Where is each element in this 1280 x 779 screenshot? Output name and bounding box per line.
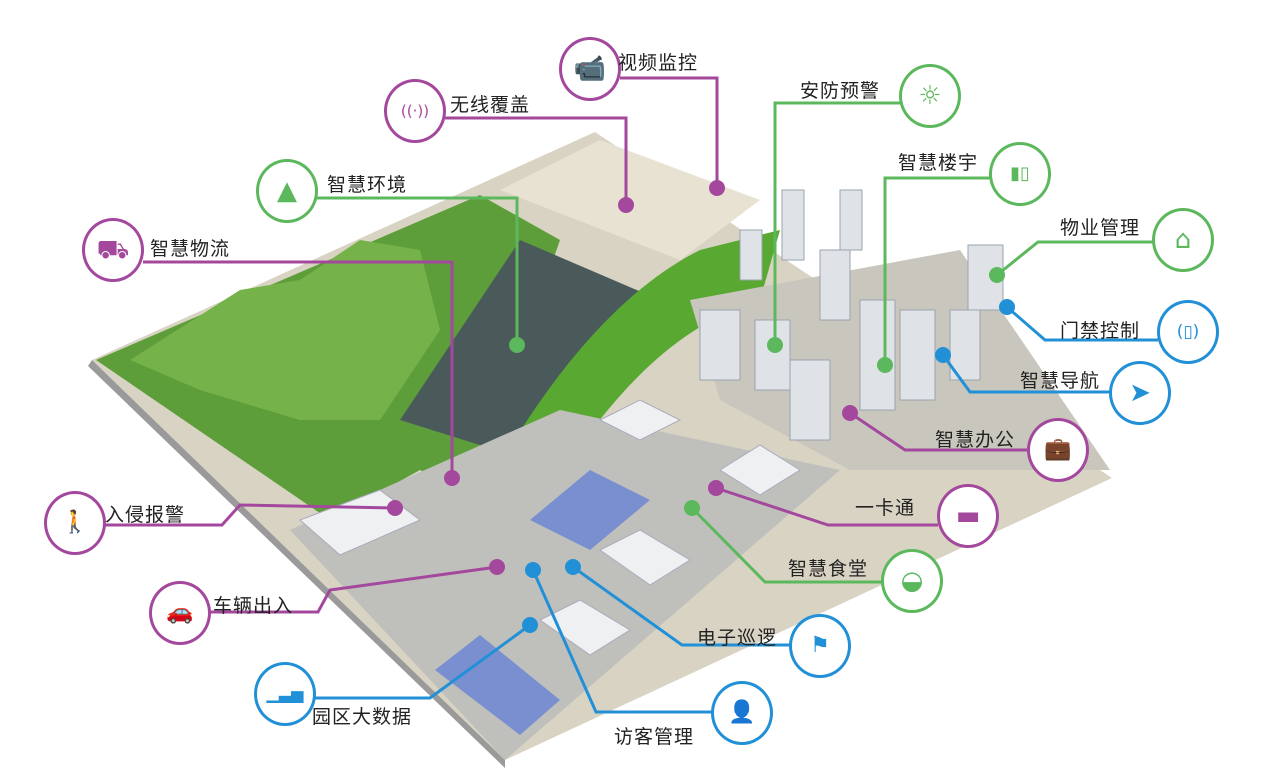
house-glyph: ⌂ <box>1174 225 1192 255</box>
callout-label-wireless-coverage[interactable]: 无线覆盖 <box>450 94 531 116</box>
visitor-icon[interactable]: 👤 <box>711 681 773 745</box>
connector-line <box>996 240 1153 277</box>
callout-label-smart-building[interactable]: 智慧楼宇 <box>898 152 979 174</box>
marker-dot[interactable] <box>708 480 724 496</box>
card-glyph: ▬ <box>955 501 981 531</box>
connector-line <box>445 116 628 205</box>
connector-line <box>941 354 1112 394</box>
callout-label-property-management[interactable]: 物业管理 <box>1060 217 1141 239</box>
marker-dot[interactable] <box>525 562 541 578</box>
map-edge <box>88 360 505 768</box>
truck-glyph: ⛟ <box>96 235 130 265</box>
marker-dot[interactable] <box>522 617 538 633</box>
towers <box>699 189 1004 441</box>
intruder-icon[interactable]: 🚶 <box>44 491 106 555</box>
tree-glyph: ▲ <box>277 176 297 206</box>
access-door-icon[interactable]: (▯) <box>1157 300 1219 364</box>
callout-label-video-surveillance[interactable]: 视频监控 <box>618 52 699 74</box>
card-icon[interactable]: ▬ <box>937 484 999 548</box>
buildings-glyph: ▮▯ <box>1010 163 1030 184</box>
marker-dot[interactable] <box>387 500 403 516</box>
marker-dot[interactable] <box>489 559 505 575</box>
callout-label-one-card[interactable]: 一卡通 <box>855 497 916 519</box>
intruder-glyph: 🚶 <box>61 510 89 535</box>
alarm-light-icon[interactable]: ☼ <box>899 64 961 128</box>
marker-dot[interactable] <box>999 299 1015 315</box>
connector-line <box>315 623 531 700</box>
callout-label-smart-navigation[interactable]: 智慧导航 <box>1020 370 1101 392</box>
patrol-route-icon[interactable]: ⚑ <box>789 614 851 678</box>
bar-chart-icon[interactable]: ▁▃▅ <box>254 662 316 726</box>
callout-label-access-control[interactable]: 门禁控制 <box>1060 320 1141 342</box>
access-door-glyph: (▯) <box>1176 321 1200 342</box>
briefcase-glyph: 💼 <box>1044 437 1072 462</box>
car-icon[interactable]: 🚗 <box>149 581 211 645</box>
callout-label-intrusion-alarm[interactable]: 入侵报警 <box>105 504 186 526</box>
callout-label-smart-canteen[interactable]: 智慧食堂 <box>788 558 869 580</box>
marker-dot[interactable] <box>989 267 1005 283</box>
wifi-icon[interactable]: ((·)) <box>384 79 446 143</box>
callout-label-smart-environment[interactable]: 智慧环境 <box>327 174 408 196</box>
connector-line <box>715 486 938 527</box>
callout-label-smart-logistics[interactable]: 智慧物流 <box>150 238 231 260</box>
marker-dot[interactable] <box>709 180 725 196</box>
warehouse-blue <box>530 470 650 550</box>
connector-line <box>620 76 719 188</box>
cctv-camera-glyph: 📹 <box>573 54 607 84</box>
alarm-light-glyph: ☼ <box>918 81 942 111</box>
callout-label-park-big-data[interactable]: 园区大数据 <box>312 706 413 728</box>
industrial-area <box>290 410 840 760</box>
connector-line <box>572 565 790 647</box>
buildings-icon[interactable]: ▮▯ <box>989 142 1051 206</box>
briefcase-icon[interactable]: 💼 <box>1027 418 1089 482</box>
warehouses <box>299 399 801 656</box>
connector-line <box>531 569 712 714</box>
marker-dot[interactable] <box>618 197 634 213</box>
marker-dot[interactable] <box>767 337 783 353</box>
connector-line <box>105 503 396 527</box>
truck-icon[interactable]: ⛟ <box>82 218 144 282</box>
marker-dot[interactable] <box>935 347 951 363</box>
car-glyph: 🚗 <box>166 600 194 625</box>
callout-label-security-alert[interactable]: 安防预警 <box>800 80 881 102</box>
visitor-glyph: 👤 <box>728 700 756 725</box>
marker-dot[interactable] <box>684 500 700 516</box>
bowl-glyph: ◒ <box>900 566 924 596</box>
marker-dot[interactable] <box>842 405 858 421</box>
solar-field <box>400 240 660 470</box>
cctv-camera-icon[interactable]: 📹 <box>559 37 621 101</box>
connector-line <box>1006 305 1158 342</box>
house-icon[interactable]: ⌂ <box>1152 208 1214 272</box>
navigation-arrow-icon[interactable]: ➤ <box>1109 361 1171 425</box>
bar-chart-glyph: ▁▃▅ <box>266 684 304 703</box>
callout-label-visitor-management[interactable]: 访客管理 <box>614 726 695 748</box>
connector-line <box>210 565 498 614</box>
callout-label-electronic-patrol[interactable]: 电子巡逻 <box>697 627 778 649</box>
callout-label-smart-office[interactable]: 智慧办公 <box>935 429 1016 451</box>
mountain-ridge <box>130 240 440 420</box>
patrol-glyph: ⚑ <box>810 633 830 658</box>
navigation-glyph: ➤ <box>1129 378 1151 408</box>
connector-line <box>317 196 519 345</box>
callout-label-vehicle-access[interactable]: 车辆出入 <box>213 595 294 617</box>
wifi-glyph: ((·)) <box>400 101 430 120</box>
marker-dot[interactable] <box>509 337 525 353</box>
connector-line <box>883 176 990 365</box>
connector-line <box>849 411 1028 452</box>
tree-icon[interactable]: ▲ <box>256 159 318 223</box>
marker-dot[interactable] <box>565 559 581 575</box>
warehouse-blue-2 <box>435 635 560 735</box>
connector-line <box>690 506 882 584</box>
connector-line <box>143 260 454 478</box>
connector-line <box>773 101 900 345</box>
marker-dot[interactable] <box>444 470 460 486</box>
bowl-icon[interactable]: ◒ <box>881 549 943 613</box>
marker-dot[interactable] <box>877 357 893 373</box>
